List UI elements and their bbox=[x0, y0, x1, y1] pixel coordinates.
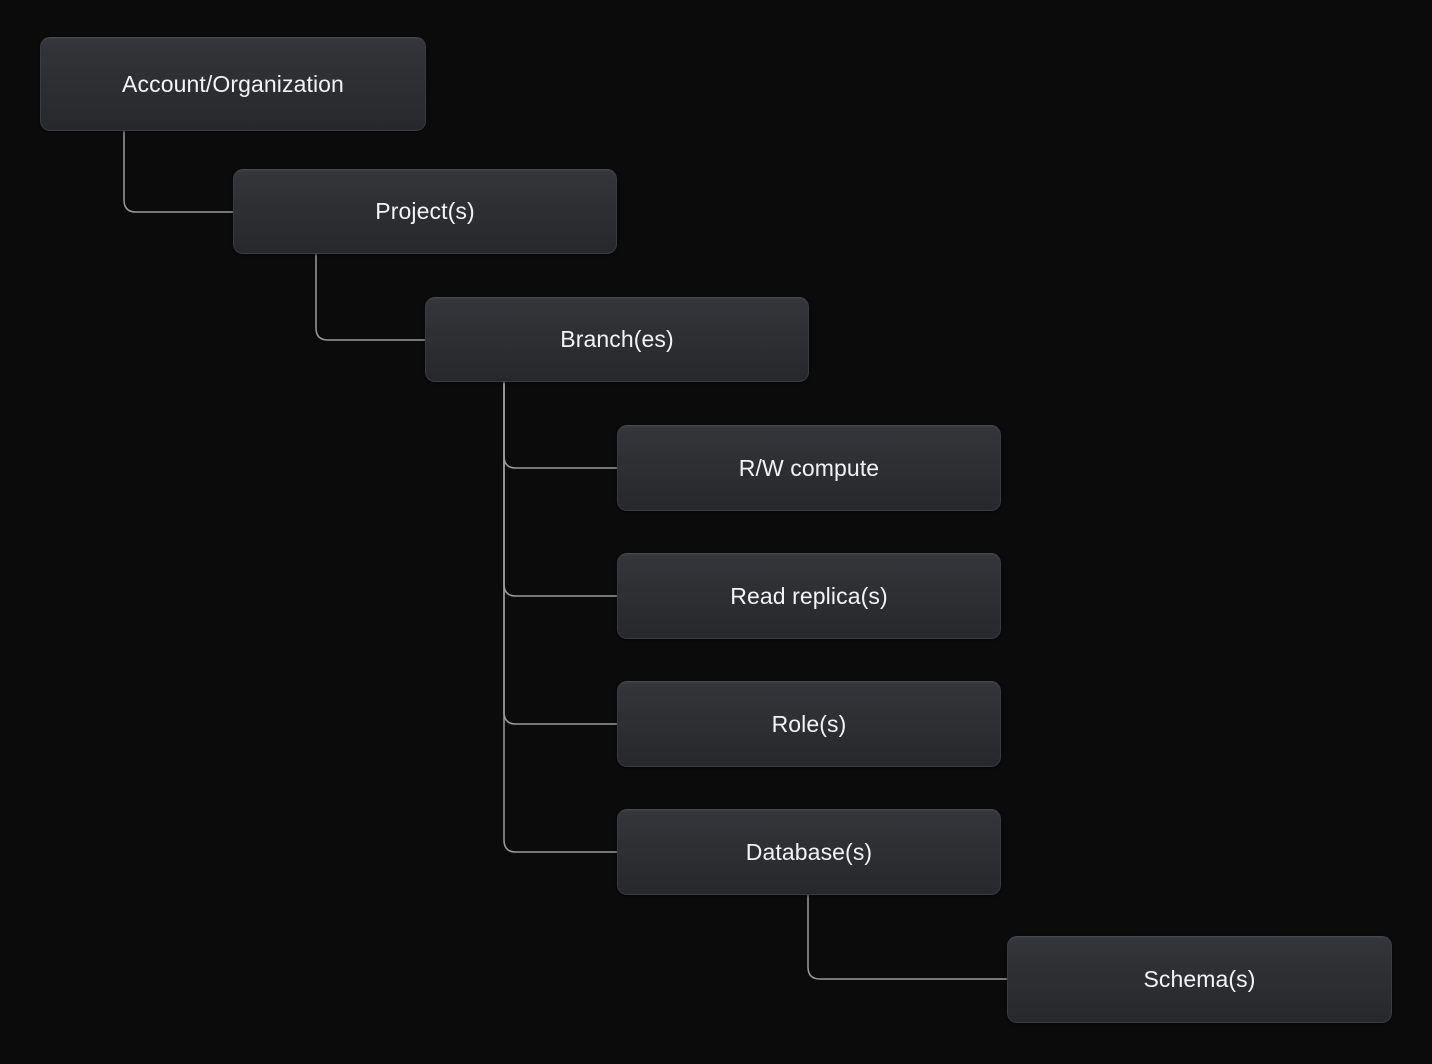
node-label: Account/Organization bbox=[122, 70, 344, 97]
node-label: Role(s) bbox=[771, 710, 847, 737]
node-schema[interactable]: Schema(s) bbox=[1007, 936, 1392, 1023]
node-read-replica[interactable]: Read replica(s) bbox=[617, 553, 1001, 639]
node-label: Project(s) bbox=[375, 198, 475, 224]
edge-branch-to-role bbox=[503, 381, 618, 725]
node-label: Schema(s) bbox=[1143, 966, 1256, 992]
edge-branch-to-rw bbox=[503, 381, 618, 469]
node-label: R/W compute bbox=[738, 454, 880, 481]
edge-branch-to-database bbox=[503, 381, 618, 853]
node-project[interactable]: Project(s) bbox=[233, 169, 617, 254]
node-rw-compute[interactable]: R/W compute bbox=[617, 425, 1001, 511]
edge-database-to-schema bbox=[807, 894, 1008, 980]
node-account-organization[interactable]: Account/Organization bbox=[40, 37, 426, 131]
node-database[interactable]: Database(s) bbox=[617, 809, 1001, 895]
node-label: Database(s) bbox=[745, 838, 873, 865]
node-branch[interactable]: Branch(es) bbox=[425, 297, 809, 382]
node-role[interactable]: Role(s) bbox=[617, 681, 1001, 767]
edge-project-to-branch bbox=[315, 253, 426, 341]
edge-branch-to-replica bbox=[503, 381, 618, 597]
edge-account-to-project bbox=[123, 130, 234, 213]
node-label: Branch(es) bbox=[560, 326, 674, 352]
node-label: Read replica(s) bbox=[730, 582, 888, 609]
